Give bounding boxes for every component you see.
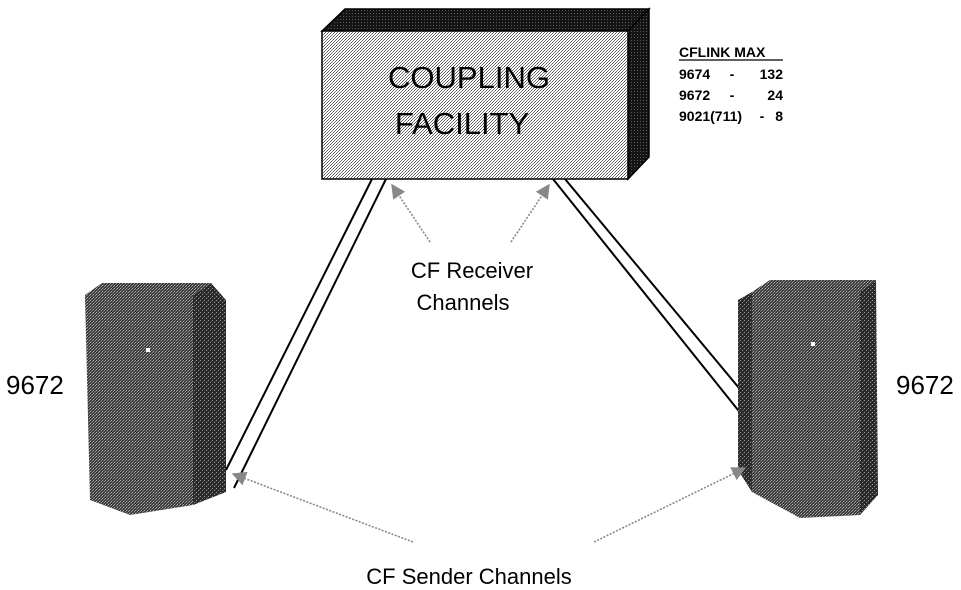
left-coupling-link: [225, 178, 387, 489]
box-top-face: [320, 8, 651, 32]
coupling-facility-box: COUPLING FACILITY: [320, 7, 651, 181]
right-server-top: [752, 280, 876, 292]
coupling-facility-title-line2: FACILITY: [395, 106, 529, 141]
cflink-row-value: 24: [767, 87, 783, 103]
cflink-row-model: 9021(711): [679, 108, 742, 124]
cflink-row-separator: -: [730, 66, 735, 82]
cflink-row-model: 9674: [679, 66, 710, 82]
coupling-facility-title-line1: COUPLING: [388, 60, 550, 95]
cflink-row-value: 8: [775, 108, 783, 124]
cflink-row-value: 132: [760, 66, 784, 82]
cflink-max-header: CFLINK MAX: [679, 44, 766, 60]
left-server-top: [85, 283, 211, 295]
cflink-row-separator: -: [730, 87, 735, 103]
left-server-label: 9672: [6, 370, 64, 400]
sender-arrow-right: [593, 467, 747, 543]
receiver-arrow-left: [391, 183, 431, 243]
receiver-label-line2: Channels: [417, 290, 510, 315]
box-front-face: [321, 30, 629, 180]
right-server-edge: [738, 292, 752, 492]
left-server-badge-icon: [146, 348, 150, 352]
sender-label: CF Sender Channels: [366, 564, 571, 589]
receiver-channels: CF Receiver Channels: [391, 183, 550, 315]
right-server-badge-icon: [811, 342, 815, 346]
right-coupling-link: [552, 178, 750, 421]
right-link-line-inner: [564, 178, 750, 401]
right-server: 9672: [738, 280, 954, 518]
sender-arrow-left: [231, 471, 414, 543]
sender-channels: CF Sender Channels: [231, 467, 747, 589]
receiver-arrow-right: [510, 183, 550, 243]
cflink-row-model: 9672: [679, 87, 710, 103]
cflink-max-table: CFLINK MAX 9674 - 132 9672 - 24 9021(711…: [679, 44, 783, 124]
right-link-line-outer: [552, 178, 747, 421]
left-server-front: [85, 295, 193, 515]
receiver-label-line1: CF Receiver: [411, 258, 533, 283]
left-link-line-outer: [225, 178, 373, 471]
left-server-side: [193, 283, 226, 505]
cflink-row-separator: -: [760, 108, 765, 124]
right-server-label: 9672: [896, 370, 954, 400]
right-server-front: [752, 292, 860, 518]
left-link-line-inner: [233, 178, 387, 489]
right-server-side: [860, 280, 878, 515]
left-server: 9672: [6, 283, 226, 515]
box-side-face: [627, 7, 650, 181]
